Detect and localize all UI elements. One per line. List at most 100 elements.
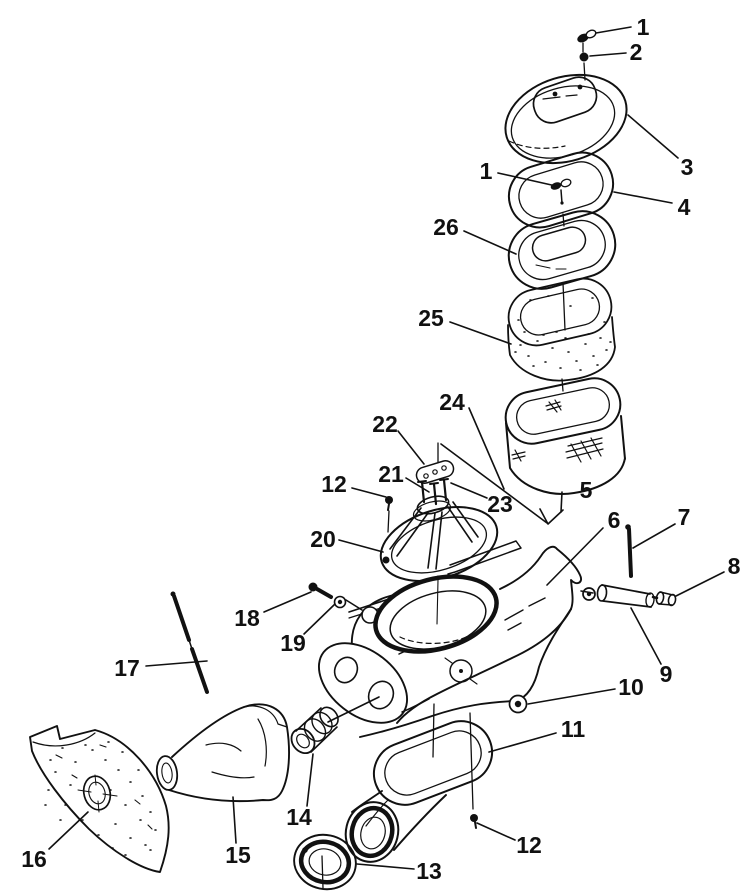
part-filter-cover-plate (507, 210, 617, 290)
callout-3-label: 3 (681, 154, 694, 180)
callout-21-leader (405, 477, 430, 493)
callout-19-leader-1 (345, 599, 363, 611)
part-screw-bracket (385, 496, 393, 511)
part-bracket-plate (415, 460, 455, 484)
part-bolt (308, 582, 333, 599)
callout-18-leader (263, 591, 312, 613)
callout-16-leader (48, 811, 89, 850)
callout-9-leader (630, 607, 662, 665)
part-wing-bolt (550, 178, 572, 205)
callout-14-label: 14 (286, 804, 312, 830)
part-intake-boot (155, 703, 290, 803)
callout-6-leader (546, 527, 604, 586)
duct-flange (372, 720, 494, 806)
callout-17-leader (145, 660, 208, 667)
callout-1-top-leader (595, 26, 632, 34)
filter-hatch-marks (511, 399, 604, 463)
part-cover-seal (507, 151, 615, 229)
callout-12-duct-label: 12 (516, 832, 542, 858)
part-flange-nut (508, 694, 528, 714)
callout-5-leader-2 (539, 508, 564, 525)
callout-21-label: 21 (378, 461, 404, 487)
callout-13-leader (356, 863, 415, 870)
callout-20-leader (338, 539, 384, 553)
screw-boss-target (444, 657, 478, 685)
callout-19-leader (303, 603, 336, 635)
callout-14-leader (306, 753, 314, 807)
callout-2-leader (589, 52, 627, 57)
callout-15-leader (232, 796, 237, 844)
part-drain-fitting (290, 706, 339, 755)
callout-20-label: 20 (310, 526, 336, 552)
part-end-cap (293, 833, 357, 891)
part-foam-element (507, 277, 616, 382)
callout-12-bracket-label: 12 (321, 471, 347, 497)
callout-6-label: 6 (608, 507, 621, 533)
callout-25-leader (449, 321, 512, 345)
callout-17-label: 17 (114, 655, 140, 681)
airbox-opening-hole (389, 590, 487, 650)
callout-11-label: 11 (561, 716, 586, 742)
callout-12-duct-leader (476, 822, 516, 841)
part-wing-nut (577, 29, 597, 43)
callout-26-leader (463, 230, 517, 255)
part-vent-hose (580, 584, 655, 608)
callout-24-label: 24 (439, 389, 465, 415)
callout-23-leader (450, 482, 488, 499)
pad-texture (44, 741, 157, 856)
callout-22-label: 22 (372, 411, 398, 437)
pad-hole (82, 775, 112, 811)
part-air-filter-element (504, 377, 626, 495)
intake-flange (317, 642, 409, 724)
callout-4-leader (613, 191, 673, 204)
part-airbox-cover (504, 73, 628, 165)
foam-texture (514, 295, 612, 371)
intake-port-upper (333, 656, 359, 684)
callout-7-label: 7 (678, 504, 691, 530)
callout-7-leader (632, 523, 676, 549)
part-outlet-duct (344, 720, 494, 863)
callout-1-top-label: 1 (637, 14, 650, 40)
callout-5-label: 5 (580, 477, 593, 503)
callout-10-leader (527, 688, 616, 705)
callout-13-label: 13 (416, 858, 442, 884)
part-airbox-body (317, 540, 582, 738)
callout-24-leader (468, 407, 505, 490)
part-nut (579, 52, 589, 62)
part-retainer-rod (625, 524, 633, 578)
callout-19-label: 19 (280, 630, 306, 656)
callout-3-leader (627, 114, 679, 159)
callout-12-bracket-leader (351, 487, 387, 498)
callout-18-label: 18 (234, 605, 260, 631)
callout-15-label: 15 (225, 842, 251, 868)
duct-mouth (344, 801, 400, 863)
callout-23-label: 23 (487, 491, 513, 517)
callout-16-label: 16 (21, 846, 47, 872)
part-washer (333, 595, 347, 609)
callout-5-leader (560, 491, 563, 513)
part-hose-fitting (651, 591, 677, 607)
callout-9-label: 9 (660, 661, 673, 687)
frame-hub (416, 495, 450, 515)
callout-8-label: 8 (728, 553, 741, 579)
body-rail (447, 540, 522, 575)
callout-14-leader-1 (327, 696, 380, 723)
callout-5-leader-1 (440, 443, 548, 524)
frame-legs (389, 501, 479, 570)
callout-1-gasket-label: 1 (480, 158, 493, 184)
callout-8-leader (675, 571, 725, 597)
callout-11-leader (488, 732, 557, 753)
callout-1-gasket-leader (497, 172, 557, 187)
part-foam-seal-pad (29, 725, 170, 873)
callout-4-label: 4 (678, 194, 691, 220)
callout-25-label: 25 (418, 305, 444, 331)
part-studs (420, 478, 448, 506)
frame-rivet (382, 556, 390, 564)
callout-22-leader (397, 430, 425, 465)
part-screw-duct (470, 814, 478, 829)
part-mounting-rod (170, 591, 209, 694)
callout-26-label: 26 (433, 214, 459, 240)
